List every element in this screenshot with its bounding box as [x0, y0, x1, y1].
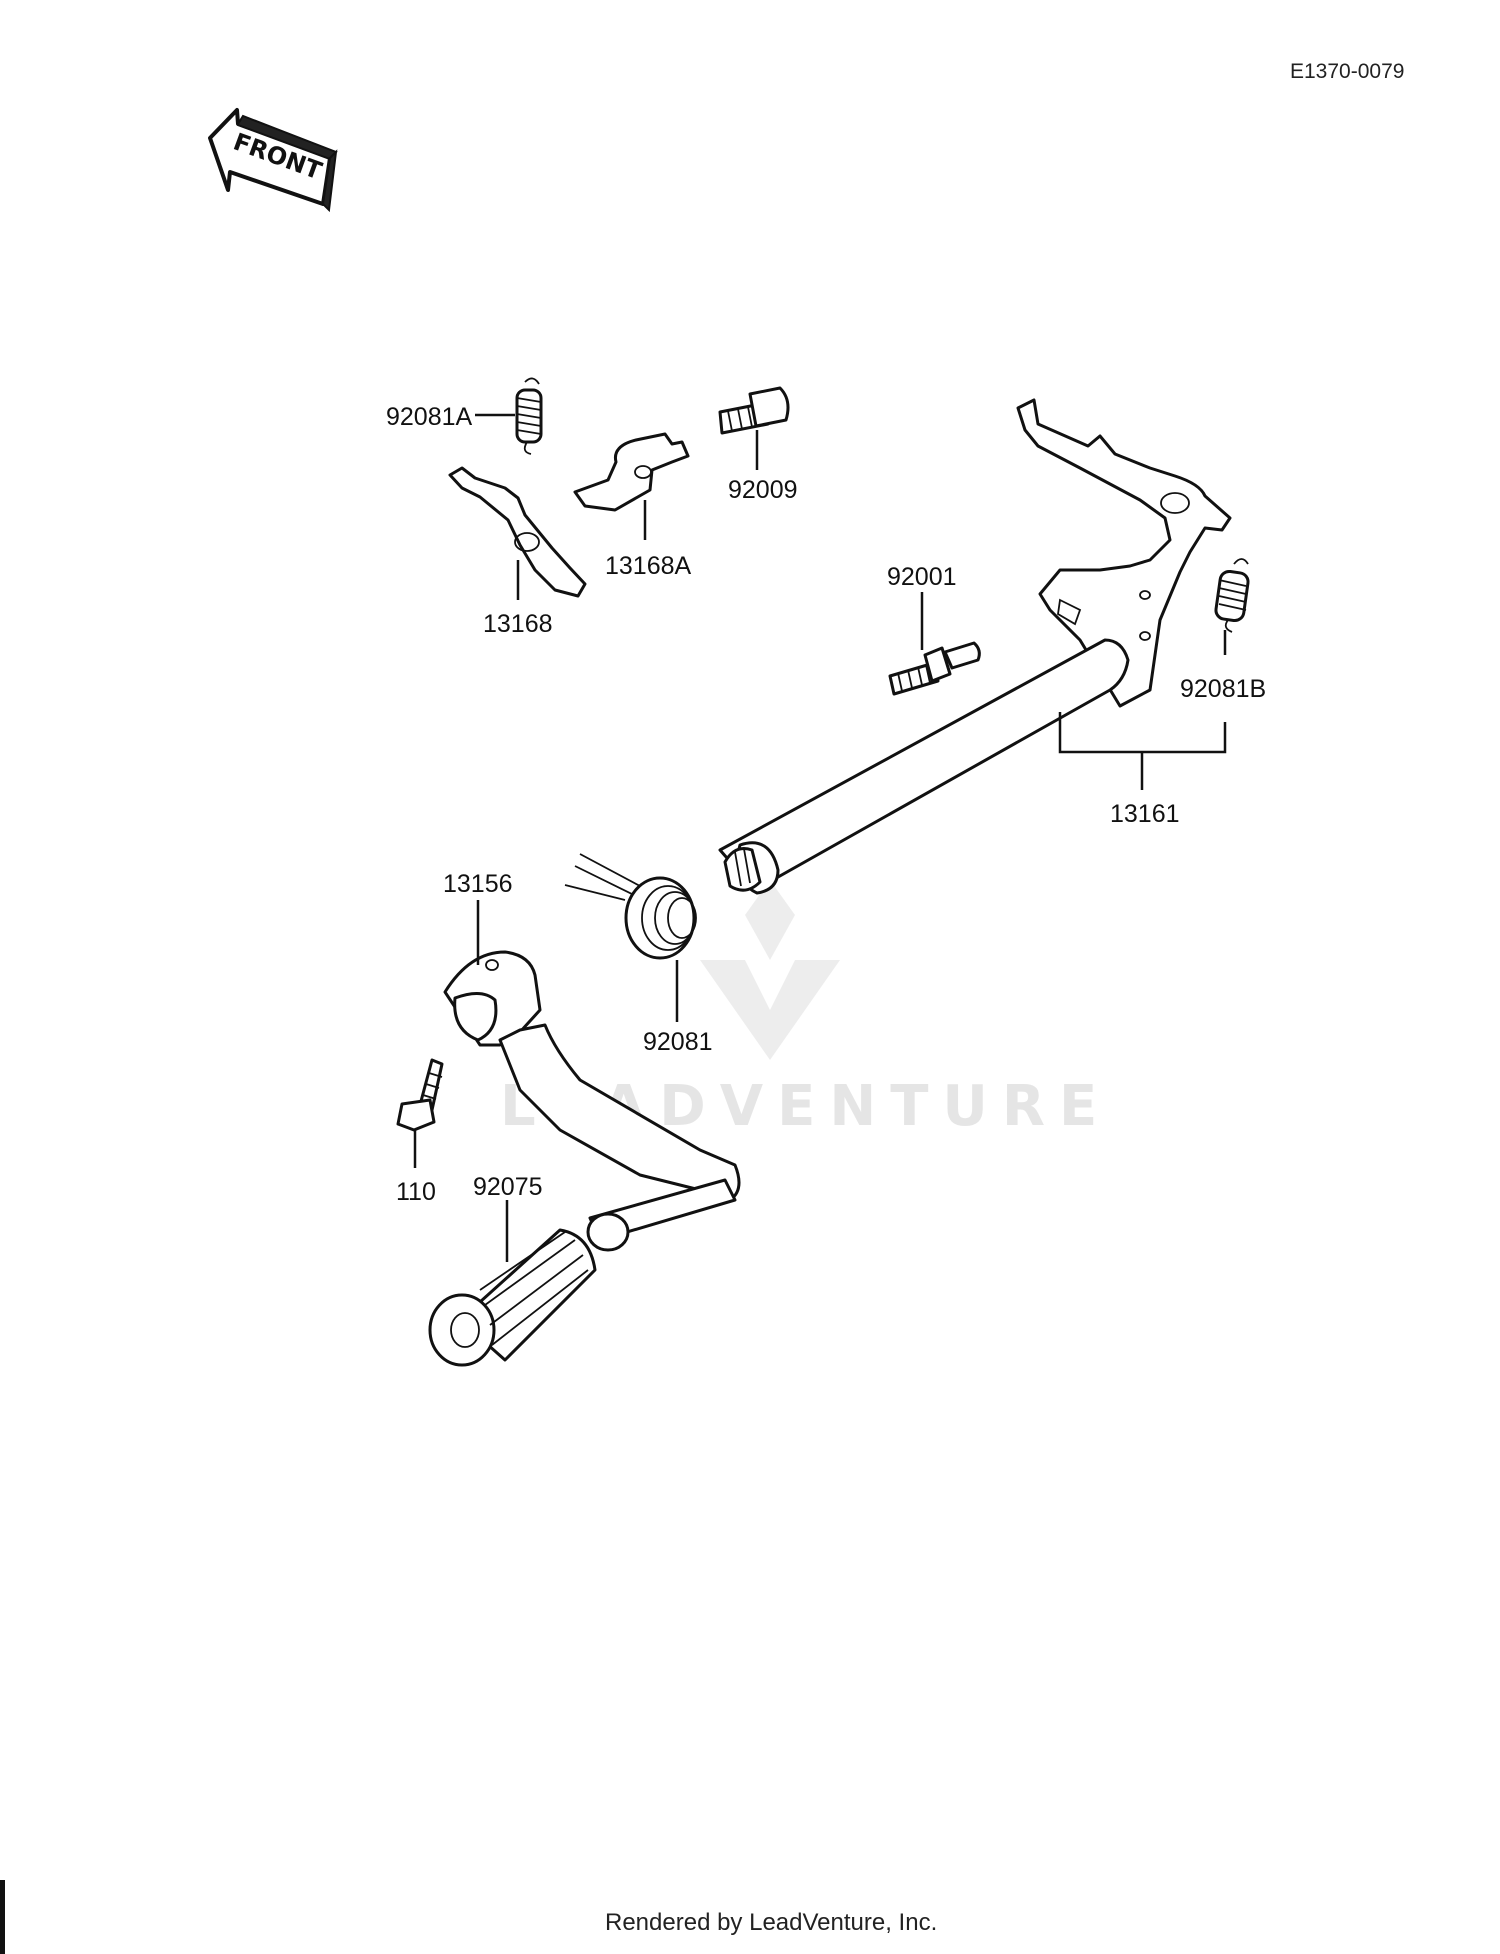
plate-13168	[448, 466, 587, 598]
scan-edge-mark	[0, 1880, 5, 1954]
plate-13168a	[573, 432, 690, 512]
label-110: 110	[396, 1178, 436, 1206]
shift-shaft-13161	[718, 398, 1232, 895]
front-arrow-icon: FRONT	[208, 108, 338, 213]
leader-lines	[413, 413, 1227, 1262]
label-92075: 92075	[473, 1173, 543, 1201]
label-13168: 13168	[483, 610, 553, 638]
label-92081: 92081	[643, 1028, 713, 1056]
label-92081b: 92081B	[1180, 675, 1266, 703]
bolt-92009	[718, 386, 790, 435]
footer-credit: Rendered by LeadVenture, Inc.	[605, 1909, 937, 1936]
stud-92001	[888, 641, 981, 696]
shift-lever-13156	[443, 950, 741, 1252]
label-92081a: 92081A	[386, 403, 473, 431]
bolt-110	[396, 1058, 444, 1132]
rubber-92075	[428, 1228, 597, 1367]
spring-92081b	[1214, 558, 1250, 633]
label-92001: 92001	[887, 563, 957, 591]
label-13161: 13161	[1110, 800, 1180, 828]
reference-code: E1370-0079	[1290, 60, 1404, 83]
label-13168a: 13168A	[605, 552, 692, 580]
label-13156: 13156	[443, 870, 513, 898]
torsion-spring-92081	[564, 853, 697, 960]
spring-92081a	[515, 377, 543, 455]
label-92009: 92009	[728, 476, 798, 504]
part-labels: 92081A 92009 13168A 13168 92001 92081B 1…	[386, 403, 1266, 1206]
